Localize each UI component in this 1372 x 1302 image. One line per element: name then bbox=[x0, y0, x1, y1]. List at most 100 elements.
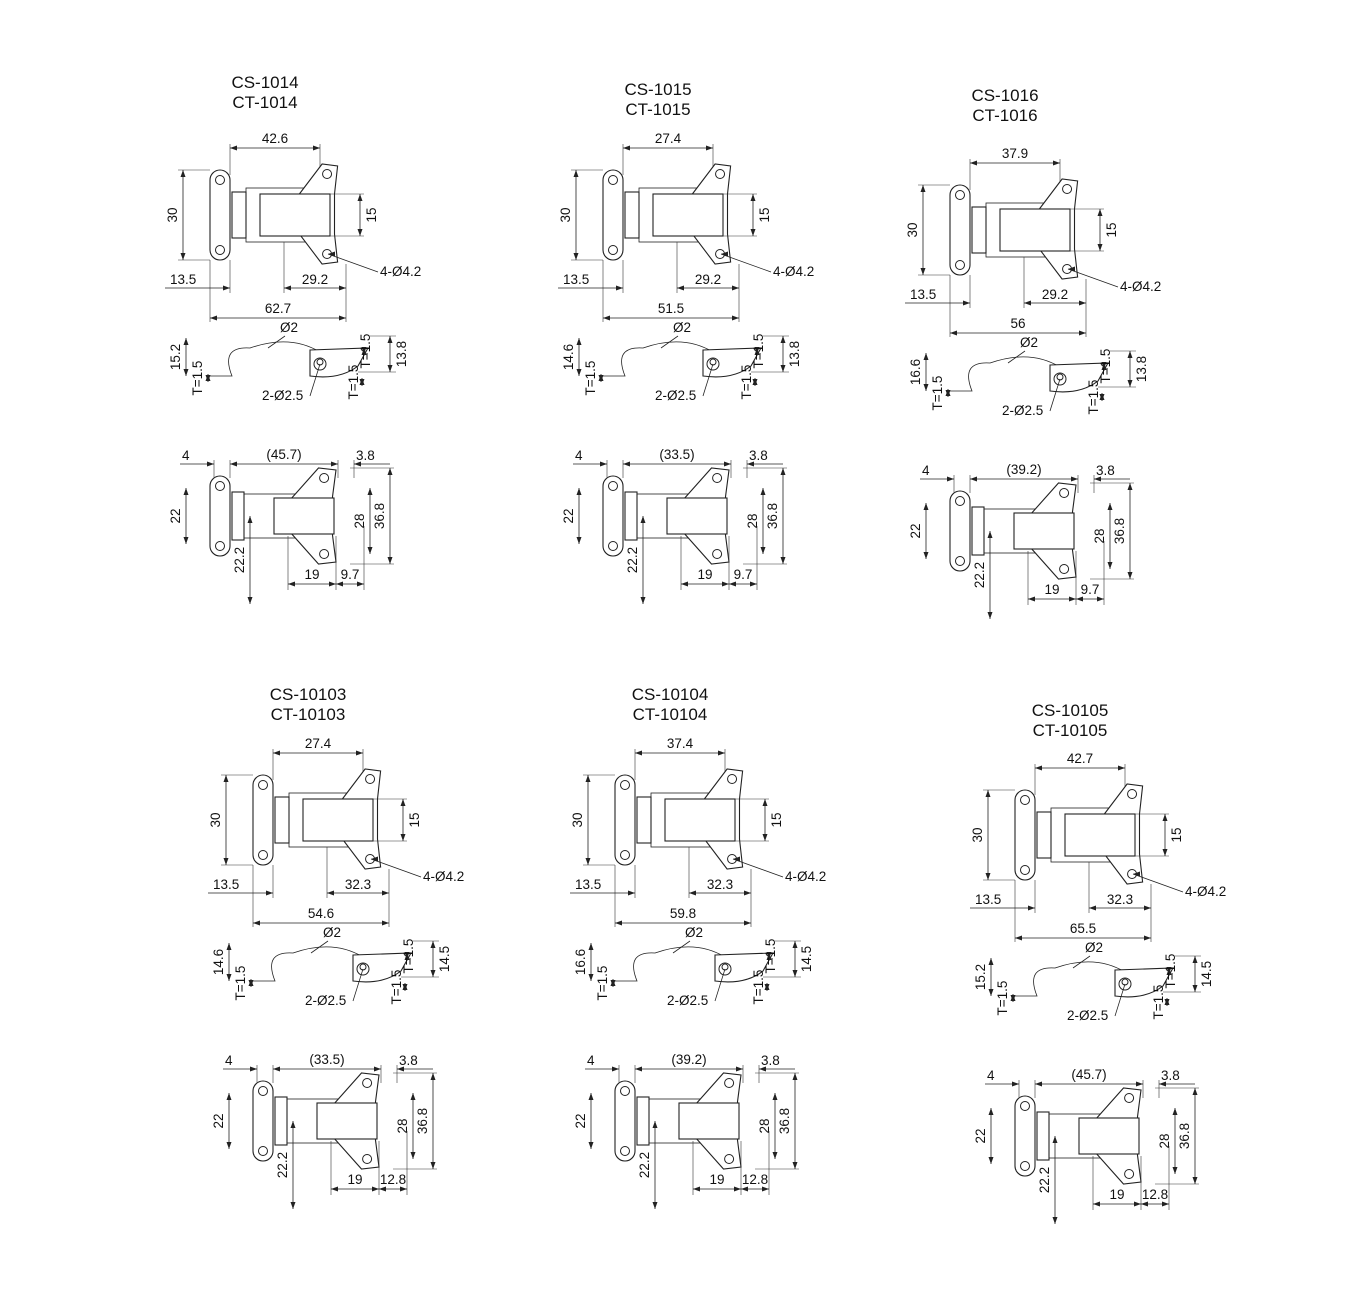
arrowhead bbox=[247, 516, 253, 523]
mounting-hole bbox=[1124, 1093, 1135, 1103]
arrowhead bbox=[772, 1152, 778, 1159]
latch-band bbox=[259, 193, 331, 237]
mounting-hole bbox=[608, 245, 618, 255]
arrowhead bbox=[576, 338, 582, 345]
arrowhead bbox=[356, 750, 363, 756]
arrowhead bbox=[210, 315, 217, 321]
arrowhead bbox=[576, 537, 582, 544]
arrowhead bbox=[1144, 905, 1151, 911]
dimension-label: 16.6 bbox=[908, 359, 923, 385]
arrowhead bbox=[760, 547, 766, 554]
dimension-label: 62.7 bbox=[265, 301, 291, 316]
arrowhead bbox=[585, 858, 591, 865]
base-plate bbox=[209, 169, 231, 261]
dimension-label: 16.6 bbox=[573, 949, 588, 975]
dimension-label: 22 bbox=[973, 1128, 988, 1143]
arrowhead bbox=[736, 1066, 743, 1072]
arrowhead bbox=[230, 461, 237, 467]
arrowhead bbox=[372, 1186, 379, 1192]
arrowhead bbox=[733, 856, 740, 862]
arrowhead bbox=[762, 834, 768, 841]
mounting-hole bbox=[955, 260, 965, 270]
arrowhead bbox=[357, 229, 363, 236]
dimension-label: 28 bbox=[1157, 1133, 1172, 1148]
mounting-hole bbox=[608, 175, 618, 185]
latch-band bbox=[302, 798, 374, 842]
arrowhead bbox=[410, 1152, 416, 1159]
mounting-hole bbox=[1124, 1169, 1135, 1179]
arrowhead bbox=[273, 750, 280, 756]
dimension-label: 32.3 bbox=[707, 877, 733, 892]
dimension-label: T=1.5 bbox=[930, 376, 945, 411]
base-plate bbox=[614, 774, 636, 866]
dimension-label: 27.4 bbox=[305, 736, 332, 751]
arrowhead bbox=[623, 461, 630, 467]
arrowhead bbox=[1162, 1201, 1169, 1207]
latch-band bbox=[678, 1102, 740, 1140]
wire-hook bbox=[1015, 961, 1126, 997]
arrowhead bbox=[205, 375, 211, 382]
arrowhead bbox=[576, 369, 582, 376]
arrowhead bbox=[635, 750, 642, 756]
mounting-hole bbox=[712, 549, 723, 559]
arrowhead bbox=[652, 1202, 658, 1209]
dimension-label: 27.4 bbox=[655, 131, 682, 146]
dimension-label: 28 bbox=[745, 513, 760, 528]
mounting-hole bbox=[724, 1078, 735, 1088]
dimension-label: 22 bbox=[561, 508, 576, 523]
wire-hook bbox=[615, 946, 726, 982]
arrowhead bbox=[689, 890, 696, 896]
dimension-label: 32.3 bbox=[345, 877, 371, 892]
arrowhead bbox=[780, 468, 786, 475]
part-number-ct: CT-1015 bbox=[625, 100, 690, 119]
dimension-label: 13.8 bbox=[1134, 356, 1149, 382]
dimension-label: 9.7 bbox=[734, 567, 753, 582]
latch-profile bbox=[1114, 967, 1174, 998]
dimension-label: 15 bbox=[757, 207, 772, 222]
arrowhead bbox=[628, 890, 635, 896]
dimension-label: T=1.5 bbox=[233, 966, 248, 1001]
dimension-label: T=1.5 bbox=[1098, 349, 1113, 384]
arrowhead bbox=[328, 251, 335, 257]
arrowhead bbox=[1015, 935, 1022, 941]
mounting-hole bbox=[1020, 795, 1030, 805]
arrowhead bbox=[588, 943, 594, 950]
part-number-ct: CT-1014 bbox=[232, 93, 297, 112]
dimension-label: 14.5 bbox=[437, 946, 452, 972]
arrowhead bbox=[750, 194, 756, 201]
arrowhead bbox=[732, 285, 739, 291]
arrowhead bbox=[706, 145, 713, 151]
part-number-cs: CS-1016 bbox=[971, 86, 1038, 105]
latch-band bbox=[999, 208, 1071, 252]
dimension-label: 13.5 bbox=[563, 272, 589, 287]
dimension-label: T=1.5 bbox=[763, 939, 778, 974]
wire-hook bbox=[210, 341, 321, 377]
arrowhead bbox=[230, 145, 237, 151]
arrowhead bbox=[404, 952, 410, 959]
mounting-hole bbox=[955, 556, 965, 566]
mounting-hole bbox=[620, 1086, 630, 1096]
arrowhead bbox=[1028, 905, 1035, 911]
arrowhead bbox=[226, 1142, 232, 1149]
dimension-label: 4 bbox=[225, 1053, 233, 1068]
mounting-hole bbox=[1020, 1161, 1030, 1171]
arrowhead bbox=[603, 315, 610, 321]
arrowhead bbox=[612, 1066, 619, 1072]
dimension-label: T=1.5 bbox=[751, 970, 766, 1005]
hole-callout: 4-Ø4.2 bbox=[1185, 884, 1226, 899]
hinge-roll bbox=[624, 191, 640, 239]
base-plate bbox=[602, 169, 624, 261]
dimension-line bbox=[352, 968, 364, 1002]
wire-diameter-label: Ø2 bbox=[1085, 940, 1103, 955]
arrowhead bbox=[780, 365, 786, 372]
latch-profile bbox=[714, 952, 774, 983]
arrowhead bbox=[430, 1073, 436, 1080]
dimension-label: 19 bbox=[1044, 582, 1059, 597]
